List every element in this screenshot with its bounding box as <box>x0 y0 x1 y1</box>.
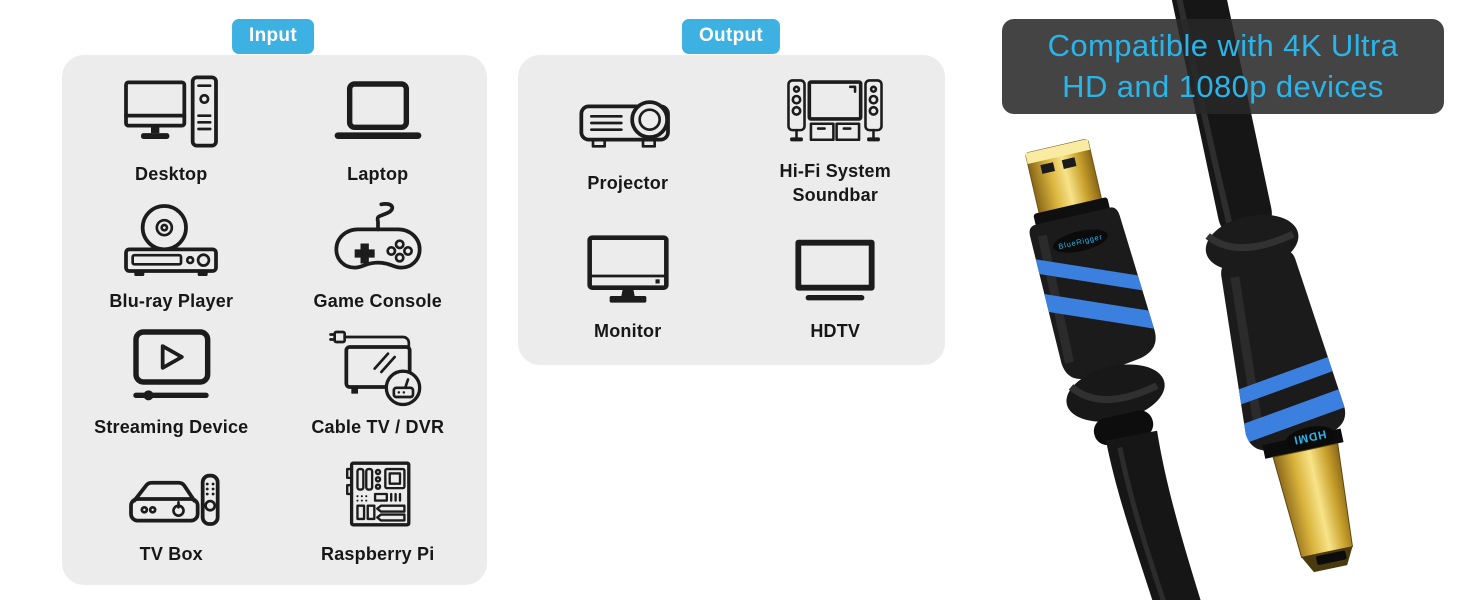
desktop-icon <box>121 70 221 154</box>
device-cable-tv: Cable TV / DVR <box>275 318 482 445</box>
output-badge: Output <box>681 19 781 54</box>
device-desktop: Desktop <box>68 65 275 192</box>
device-label: Blu-ray Player <box>109 290 234 311</box>
caption-box: Compatible with 4K Ultra HD and 1080p de… <box>1002 19 1444 114</box>
device-label: Hi-Fi System Soundbar <box>779 161 891 205</box>
device-label: Raspberry Pi <box>321 543 435 564</box>
input-badge: Input <box>232 19 314 54</box>
device-label: Desktop <box>135 164 208 185</box>
input-panel: Desktop Laptop <box>62 55 487 585</box>
device-game-console: Game Console <box>275 192 482 319</box>
raspberry-pi-icon <box>334 450 422 534</box>
caption-line-1: Compatible with 4K Ultra <box>1047 28 1399 64</box>
device-label: HDTV <box>810 320 861 341</box>
device-label: TV Box <box>139 543 203 564</box>
device-label: Monitor <box>594 320 662 341</box>
device-laptop: Laptop <box>275 65 482 192</box>
hdmi-connector-left: BlueRigger <box>1025 138 1208 600</box>
device-tv-box: TV Box <box>68 445 275 572</box>
streaming-device-icon <box>121 323 221 407</box>
game-console-icon <box>328 197 428 281</box>
device-projector: Projector <box>524 63 732 211</box>
device-label: Streaming Device <box>94 417 249 438</box>
device-hdtv: HDTV <box>732 211 940 359</box>
device-blu-ray: Blu-ray Player <box>68 192 275 319</box>
device-monitor: Monitor <box>524 211 732 359</box>
device-label: Game Console <box>313 290 442 311</box>
hifi-system-soundbar-icon <box>782 67 888 151</box>
device-raspberry-pi: Raspberry Pi <box>275 445 482 572</box>
blu-ray-player-icon <box>121 197 221 281</box>
monitor-icon <box>578 227 678 311</box>
device-hifi: Hi-Fi System Soundbar <box>732 63 940 211</box>
cable-tv-dvr-icon <box>328 323 428 407</box>
caption-line-2: HD and 1080p devices <box>1062 68 1384 104</box>
hdtv-icon <box>785 227 885 311</box>
output-panel: Projector <box>518 55 945 365</box>
device-label: Projector <box>587 172 669 193</box>
laptop-icon <box>328 70 428 154</box>
device-streaming: Streaming Device <box>68 318 275 445</box>
device-label: Cable TV / DVR <box>311 417 445 438</box>
device-label: Laptop <box>347 164 409 185</box>
projector-icon <box>578 79 678 163</box>
tv-box-icon <box>121 450 221 534</box>
